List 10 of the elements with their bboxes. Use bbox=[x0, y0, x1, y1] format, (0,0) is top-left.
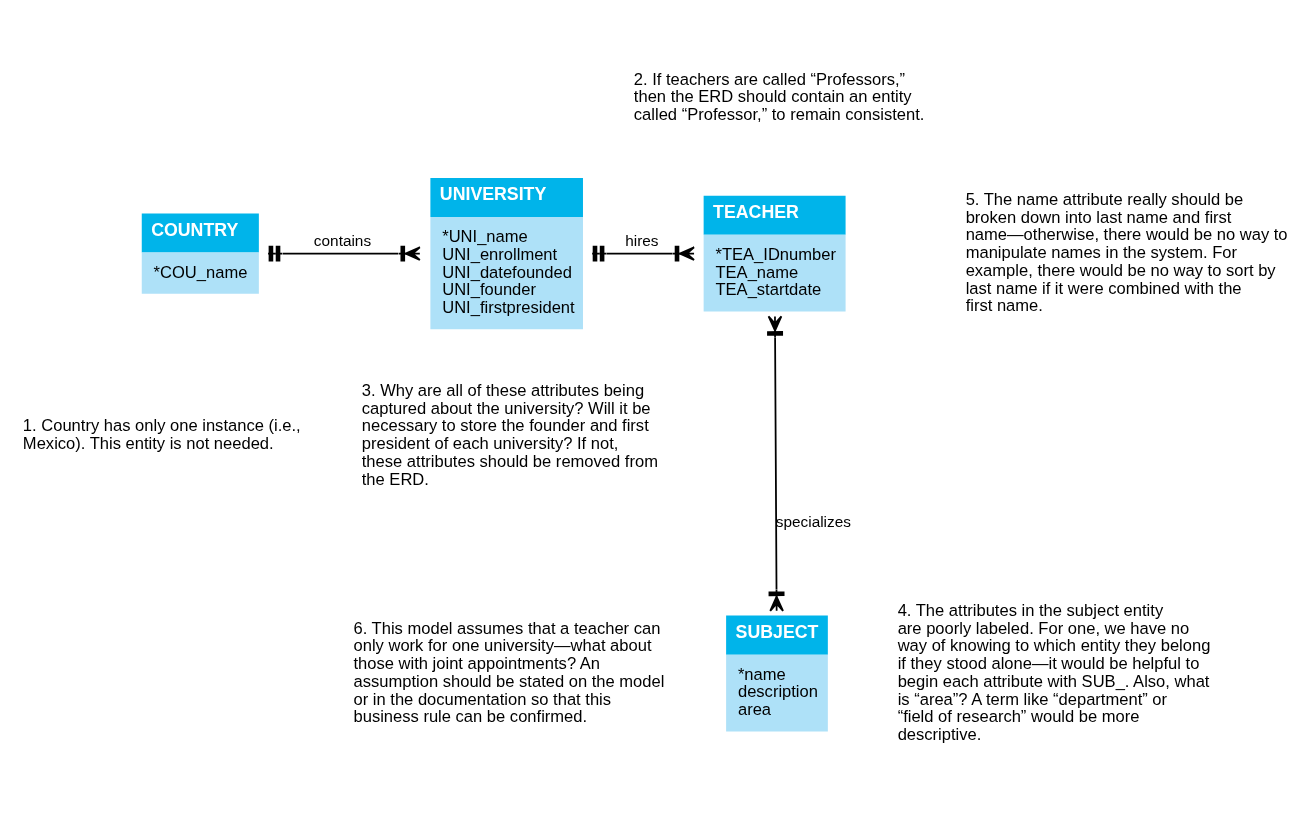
label: 6. This model assumes that a teacher can only work for one university—what about those with joint appointments? An assumption should be stated on the model or in the documentation so that this business rule can be confirmed. bbox=[353, 618, 665, 726]
label: 3. Why are all of these attributes being captured about the university? Will it be necessary to store the founder and first president of each university? If not, these attributes should be removed from the ERD. bbox=[361, 380, 658, 489]
label: 4. The attributes in the subject entity are poorly labeled. For one, we have no way of knowing to which entity they belong if they stood alone—it would be helpful to begin each attribute with SUB_. Also, what is “area”? A term like “department” or “field of research” would be more descriptive. bbox=[897, 600, 1211, 744]
label: 2. If teachers are called “Professors,” then the ERD should contain an entity called “Professor,” to remain consistent. bbox=[633, 69, 925, 124]
connector bbox=[767, 315, 785, 612]
edge-label: contains bbox=[313, 231, 372, 249]
edge-label: hires bbox=[625, 231, 659, 249]
label: 5. The name attribute really should be broken down into last name and first name—otherwise, there would be no way to manipulate names in the system. For example, there would be no way to sort by last name if it were combined with the first name. bbox=[965, 189, 1288, 315]
edge-label: specializes bbox=[775, 512, 851, 530]
label: 1. Country has only one instance (i.e., Mexico). This entity is not needed. bbox=[22, 415, 301, 453]
